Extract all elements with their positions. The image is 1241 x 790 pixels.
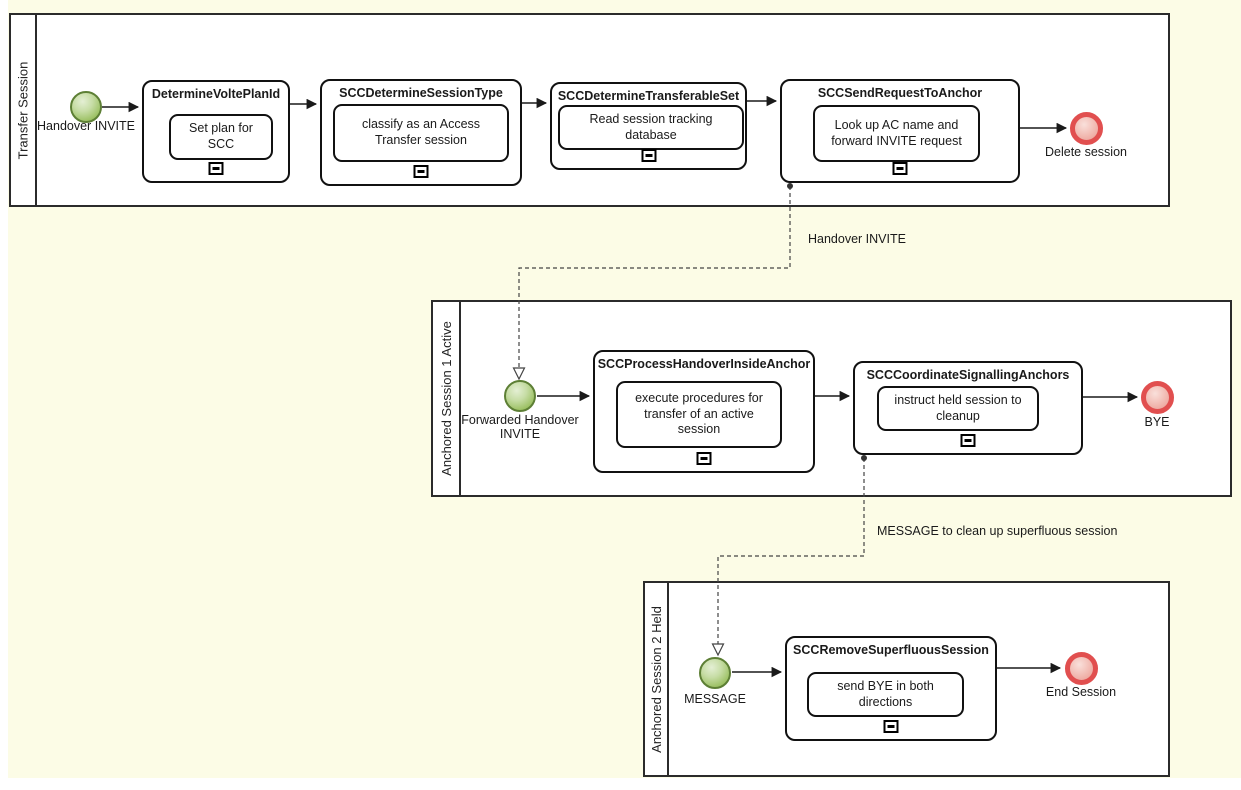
event-label: BYE	[1144, 415, 1170, 429]
pool-label: Anchored Session 2 Held	[648, 605, 664, 753]
start-event-forwarded-handover-invite[interactable]	[504, 380, 536, 412]
pool-label: Anchored Session 1 Active	[438, 321, 454, 476]
task-note: Read session tracking database	[558, 105, 744, 150]
end-event-delete-session[interactable]	[1070, 112, 1103, 145]
event-label: Forwarded Handover INVITE	[461, 413, 579, 442]
collapse-marker-icon[interactable]	[413, 165, 429, 178]
end-event-bye[interactable]	[1141, 381, 1174, 414]
task-scc-send-request-to-anchor[interactable]: SCCSendRequestToAnchor Look up AC name a…	[780, 79, 1020, 183]
start-event-handover-invite[interactable]	[70, 91, 102, 123]
task-scc-coordinate-signalling-anchors[interactable]: SCCCoordinateSignallingAnchors instruct …	[853, 361, 1083, 455]
event-label: MESSAGE	[684, 692, 746, 706]
task-scc-process-handover-inside-anchor[interactable]: SCCProcessHandoverInsideAnchor execute p…	[593, 350, 815, 473]
pool-label: Transfer Session	[15, 61, 31, 159]
task-note: Set plan for SCC	[169, 114, 273, 160]
task-title: SCCSendRequestToAnchor	[817, 86, 983, 100]
task-scc-remove-superfluous-session[interactable]: SCCRemoveSuperfluousSession send BYE in …	[785, 636, 997, 741]
collapse-marker-icon[interactable]	[892, 162, 908, 175]
task-title: SCCProcessHandoverInsideAnchor	[597, 357, 811, 371]
message-flow-label: MESSAGE to clean up superfluous session	[877, 524, 1118, 538]
task-title: SCCDetermineSessionType	[339, 86, 503, 100]
collapse-marker-icon[interactable]	[641, 149, 656, 162]
collapse-marker-icon[interactable]	[960, 434, 976, 447]
pool-label-band: Transfer Session	[11, 15, 37, 205]
task-scc-determine-session-type[interactable]: SCCDetermineSessionType classify as an A…	[320, 79, 522, 186]
task-note: execute procedures for transfer of an ac…	[616, 381, 782, 448]
task-note: send BYE in both directions	[807, 672, 964, 717]
task-title: SCCDetermineTransferableSet	[557, 89, 740, 103]
task-determine-volte-plan-id[interactable]: DetermineVoltePlanId Set plan for SCC	[142, 80, 290, 183]
task-title: SCCCoordinateSignallingAnchors	[866, 368, 1070, 382]
message-flow-label: Handover INVITE	[808, 232, 906, 246]
task-title: DetermineVoltePlanId	[151, 87, 281, 101]
start-event-message[interactable]	[699, 657, 731, 689]
collapse-marker-icon[interactable]	[208, 162, 224, 175]
task-note: classify as an Access Transfer session	[333, 104, 509, 162]
task-scc-determine-transferable-set[interactable]: SCCDetermineTransferableSet Read session…	[550, 82, 747, 170]
pool-anchored-session-1-active[interactable]: Anchored Session 1 Active	[431, 300, 1232, 497]
pool-label-band: Anchored Session 2 Held	[645, 583, 669, 775]
collapse-marker-icon[interactable]	[883, 720, 899, 733]
collapse-marker-icon[interactable]	[696, 452, 712, 465]
task-note: Look up AC name and forward INVITE reque…	[813, 105, 980, 162]
task-note: instruct held session to cleanup	[877, 386, 1039, 431]
event-label: Delete session	[1045, 145, 1127, 159]
end-event-end-session[interactable]	[1065, 652, 1098, 685]
task-title: SCCRemoveSuperfluousSession	[793, 643, 989, 657]
event-label: End Session	[1045, 685, 1117, 699]
event-label: Handover INVITE	[37, 119, 135, 133]
pool-label-band: Anchored Session 1 Active	[433, 302, 461, 495]
